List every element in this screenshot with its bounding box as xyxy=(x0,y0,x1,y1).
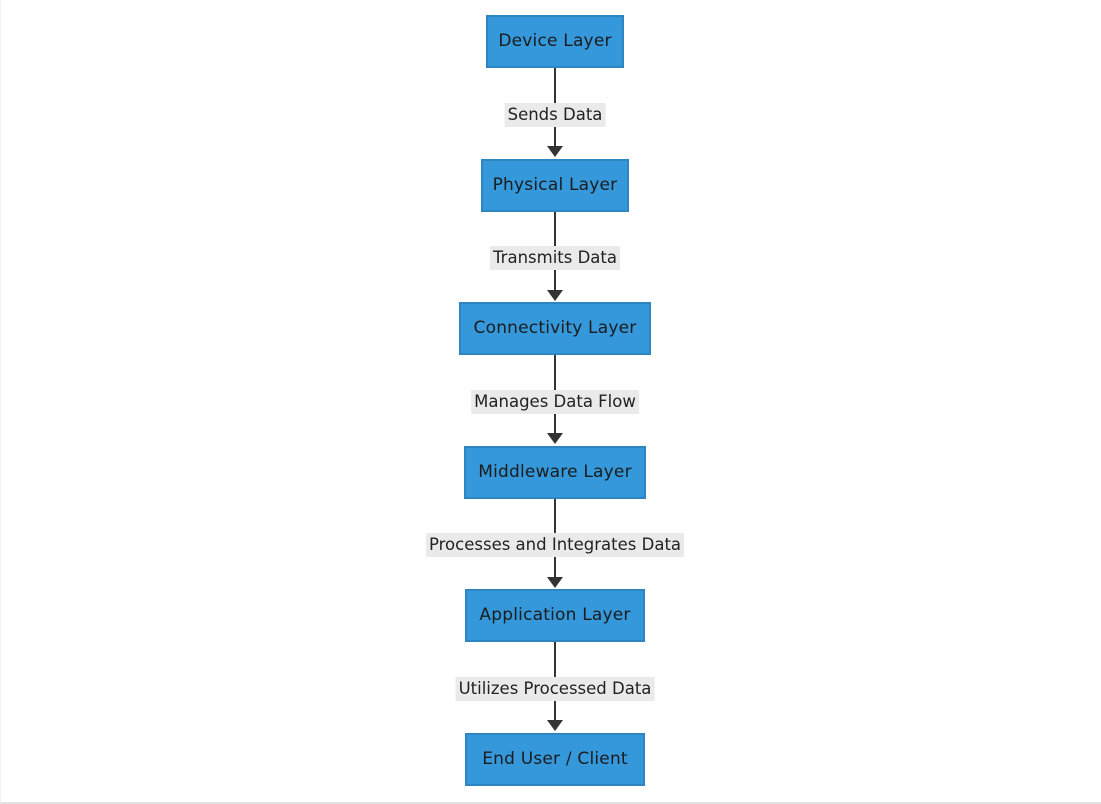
node-device-layer[interactable]: Device Layer xyxy=(486,15,624,68)
node-connectivity-layer[interactable]: Connectivity Layer xyxy=(459,302,651,355)
edge-arrowhead-physical-to-connectivity xyxy=(547,290,563,301)
edge-label-sends-data: Sends Data xyxy=(504,103,606,128)
node-physical-layer[interactable]: Physical Layer xyxy=(481,159,629,212)
edge-arrowhead-connectivity-to-middleware xyxy=(547,433,563,444)
node-application-layer[interactable]: Application Layer xyxy=(465,589,645,642)
edge-label-transmits-data: Transmits Data xyxy=(490,246,620,271)
edge-arrowhead-middleware-to-application xyxy=(547,577,563,588)
edge-label-processes-and-integrates-data: Processes and Integrates Data xyxy=(425,533,685,558)
edge-arrowhead-application-to-enduser xyxy=(547,720,563,731)
node-end-user-client[interactable]: End User / Client xyxy=(465,733,645,786)
edge-label-manages-data-flow: Manages Data Flow xyxy=(471,390,639,415)
edge-arrowhead-device-to-physical xyxy=(547,146,563,157)
edge-label-utilizes-processed-data: Utilizes Processed Data xyxy=(455,677,655,702)
node-middleware-layer[interactable]: Middleware Layer xyxy=(464,446,646,499)
